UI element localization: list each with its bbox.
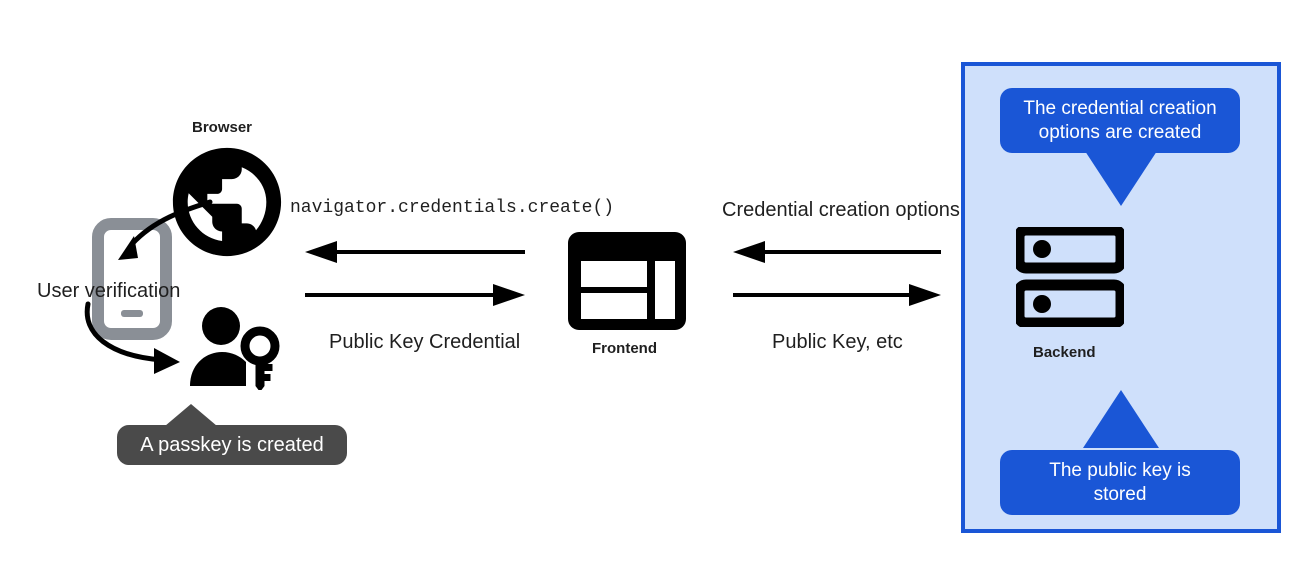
backend-label: Backend [1033,344,1096,361]
arrow-browser-to-device-icon [92,196,222,296]
arrow-frontend-to-browser-icon [305,240,525,264]
flow-label-public-key-credential: Public Key Credential [329,331,521,353]
callout-line-2: options are created [1038,121,1202,143]
callout-line-1: The credential creation [1023,98,1217,120]
callout-tail-up-gray-icon [165,404,217,426]
user-verification-label: User verification [37,280,181,302]
arrow-backend-to-frontend-icon [733,240,941,264]
callout-passkey-created: A passkey is created [117,425,347,465]
dashboard-icon [568,232,686,330]
callout-credential-creation-options: The credential creation options are crea… [1000,88,1240,153]
person-with-key-icon [188,306,284,392]
callout-line-2: stored [1093,483,1147,505]
callout-line-1: The public key is [1049,460,1191,482]
callout-public-key-stored: The public key is stored [1000,450,1240,515]
frontend-label: Frontend [592,340,657,357]
arrow-browser-to-frontend-icon [305,283,525,307]
flow-label-credential-creation-options: Credential creation options [722,199,960,221]
arrow-frontend-to-backend-icon [733,283,941,307]
smartphone-icon [92,218,172,340]
browser-label: Browser [192,119,253,136]
server-rack-icon [1013,224,1127,329]
callout-tail-down-icon [1083,148,1159,206]
callout-line-1: A passkey is created [140,433,324,456]
flow-label-navigator-create: navigator.credentials.create() [290,198,615,218]
globe-icon [168,143,286,261]
callout-tail-up-icon [1083,390,1159,448]
flow-label-public-key-etc: Public Key, etc [772,331,903,353]
arrow-device-to-user-icon [76,296,216,386]
